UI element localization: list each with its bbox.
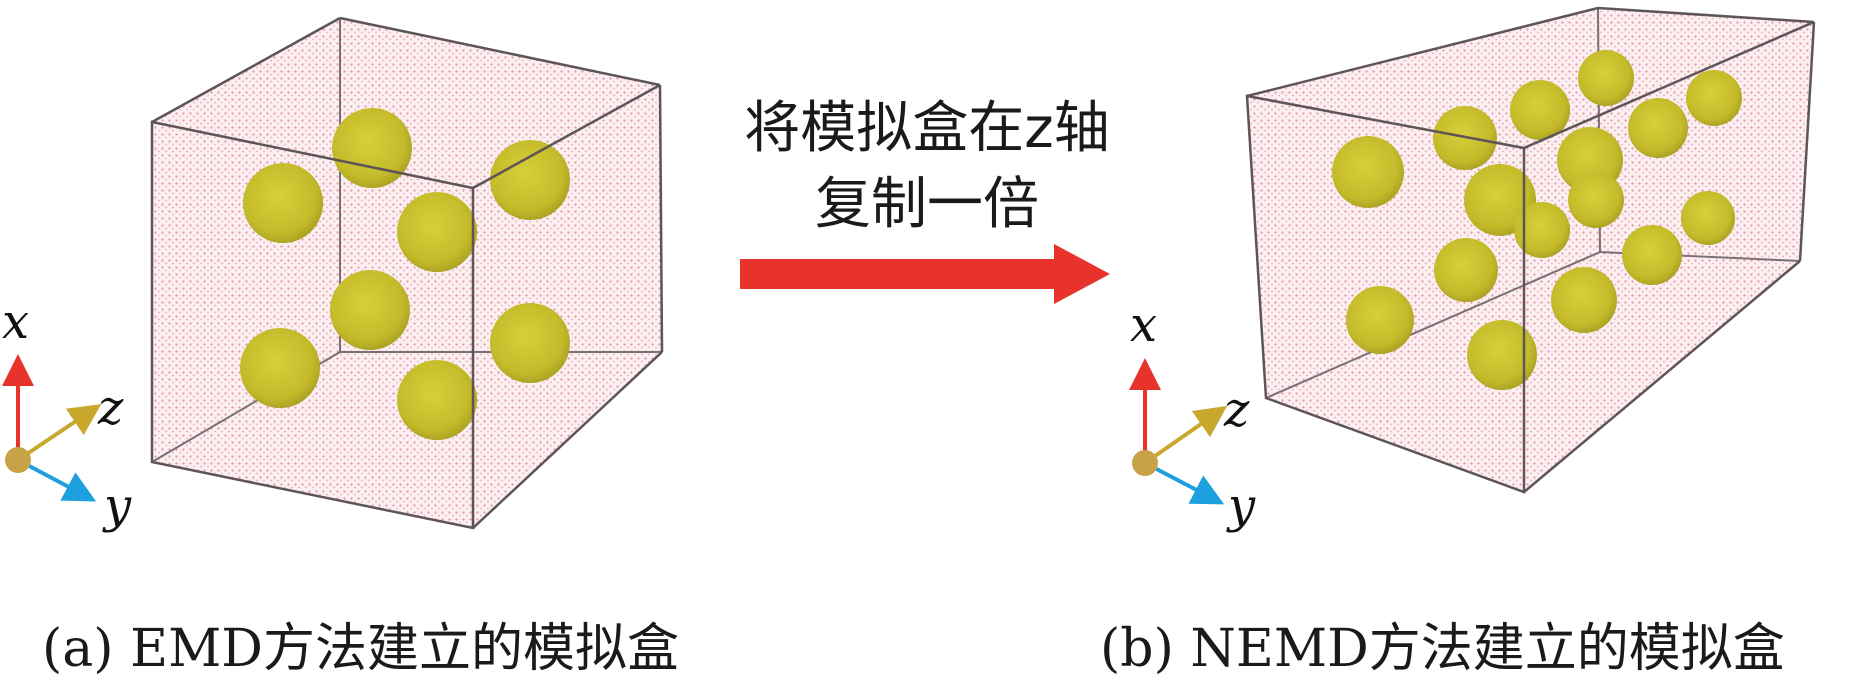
axes-origin bbox=[5, 447, 31, 473]
emd-fluid-region bbox=[152, 18, 662, 528]
nemd-simulation-box bbox=[1245, 6, 1816, 494]
nemd-nanoparticles bbox=[1332, 50, 1742, 390]
nanoparticle bbox=[1622, 225, 1682, 285]
nemd-x-axis-label: x bbox=[1130, 297, 1158, 353]
nanoparticle bbox=[1346, 286, 1414, 354]
nanoparticle bbox=[332, 108, 412, 188]
nanoparticle bbox=[397, 192, 477, 272]
emd-y-axis-label: y bbox=[104, 478, 132, 534]
nanoparticle bbox=[1514, 202, 1570, 258]
nemd-y-axis-label: y bbox=[1228, 478, 1256, 534]
emd-z-axis-label: z bbox=[98, 380, 124, 436]
nanoparticle bbox=[1628, 98, 1688, 158]
emd-simulation-box bbox=[150, 16, 664, 530]
nemd-box-front-edges bbox=[1245, 6, 1816, 494]
z-axis-arrow bbox=[1143, 405, 1228, 465]
nanoparticle bbox=[1551, 267, 1617, 333]
nanoparticle bbox=[1434, 238, 1498, 302]
nanoparticle bbox=[1568, 172, 1624, 228]
arrow-annotation-line1: 将模拟盒在z轴 bbox=[744, 96, 1110, 161]
nanoparticle bbox=[330, 270, 410, 350]
nanoparticle bbox=[1578, 50, 1634, 106]
replication-arrow bbox=[740, 244, 1110, 304]
arrow-annotation-line2: 复制一倍 bbox=[815, 172, 1039, 237]
nanoparticle bbox=[1467, 320, 1537, 390]
nemd-z-axis-label: z bbox=[1224, 382, 1250, 438]
z-axis-arrow bbox=[16, 404, 102, 462]
caption-panel-b: (b) NEMD方法建立的模拟盒 bbox=[1100, 619, 1785, 679]
nanoparticle bbox=[1332, 136, 1404, 208]
emd-x-axis-label: x bbox=[2, 294, 30, 350]
nanoparticle bbox=[240, 328, 320, 408]
nanoparticle bbox=[1686, 70, 1742, 126]
nanoparticle bbox=[490, 140, 570, 220]
nanoparticle bbox=[1510, 80, 1570, 140]
nanoparticle bbox=[397, 360, 477, 440]
nanoparticle bbox=[490, 303, 570, 383]
emd-axes-triad bbox=[2, 354, 102, 502]
emd-nanoparticles bbox=[240, 108, 570, 440]
caption-panel-a: (a) EMD方法建立的模拟盒 bbox=[42, 619, 680, 679]
nemd-axes-triad bbox=[1129, 358, 1228, 505]
nanoparticle bbox=[1681, 191, 1735, 245]
axes-origin bbox=[1132, 450, 1158, 476]
nanoparticle bbox=[243, 163, 323, 243]
emd-box-front-edges bbox=[150, 16, 664, 530]
